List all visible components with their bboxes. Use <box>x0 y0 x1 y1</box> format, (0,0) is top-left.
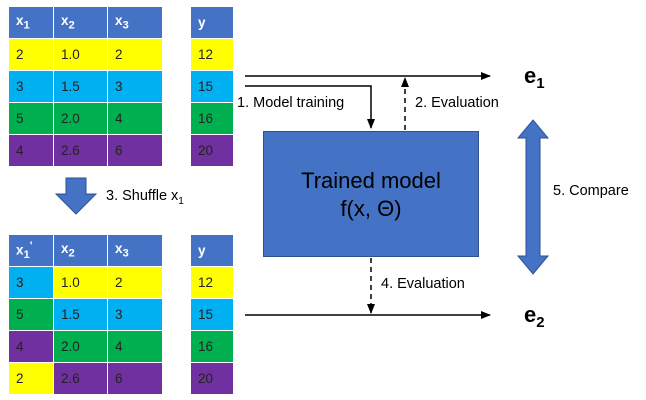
table-cell: 2 <box>107 266 163 299</box>
compare-label: 5. Compare <box>553 183 629 199</box>
model-training-label: 1. Model training <box>237 95 345 111</box>
table-bottom: x1' x2 x3 3 1.0 2 5 1.5 3 4 2.0 4 2 2.6 … <box>8 234 163 395</box>
table-row: 4 2.6 6 <box>8 134 163 167</box>
table-cell: 2 <box>107 38 163 71</box>
header-cell: x2 <box>53 234 108 267</box>
table-row: 12 <box>190 38 234 71</box>
table-cell: 5 <box>8 102 54 135</box>
evaluation-bottom-label: 4. Evaluation <box>381 276 465 292</box>
header-cell: x1 <box>8 6 54 39</box>
table-cell: 1.5 <box>53 70 108 103</box>
compare-arrow-icon <box>516 119 550 275</box>
table-cell: 5 <box>8 298 54 331</box>
evaluation-top-label: 2. Evaluation <box>415 95 499 111</box>
table-cell: 4 <box>8 330 54 363</box>
table-cell: 1.0 <box>53 266 108 299</box>
table-cell: 1.0 <box>53 38 108 71</box>
model-function: f(x, Θ) <box>340 196 402 221</box>
model-title: Trained model <box>301 168 441 193</box>
table-row: 12 <box>190 266 234 299</box>
table-cell: 3 <box>8 266 54 299</box>
table-row: 20 <box>190 362 234 395</box>
header-cell: x2 <box>53 6 108 39</box>
table-row: 3 1.0 2 <box>8 266 163 299</box>
shuffle-arrow-icon <box>54 177 98 215</box>
table-cell: 6 <box>107 362 163 395</box>
table-header-row: x1 x2 x3 <box>8 6 163 39</box>
table-row: 3 1.5 3 <box>8 70 163 103</box>
table-row: 2 2.6 6 <box>8 362 163 395</box>
table-cell: 2 <box>8 38 54 71</box>
table-cell: 3 <box>8 70 54 103</box>
table-row: 20 <box>190 134 234 167</box>
y-table-top: y 12 15 16 20 <box>190 6 234 167</box>
y-table-bottom: y 12 15 16 20 <box>190 234 234 395</box>
header-cell: x3 <box>107 6 163 39</box>
table-cell: 6 <box>107 134 163 167</box>
table-cell: 20 <box>190 134 234 167</box>
error-e2-label: e2 <box>524 302 545 331</box>
table-cell: 1.5 <box>53 298 108 331</box>
table-cell: 12 <box>190 38 234 71</box>
shuffle-label: 3. Shuffle x1 <box>106 188 184 207</box>
table-cell: 12 <box>190 266 234 299</box>
table-row: 15 <box>190 298 234 331</box>
table-cell: 3 <box>107 70 163 103</box>
table-row: 4 2.0 4 <box>8 330 163 363</box>
table-cell: 4 <box>107 330 163 363</box>
error-e1-label: e1 <box>524 63 545 92</box>
table-row: 5 1.5 3 <box>8 298 163 331</box>
table-row: 16 <box>190 330 234 363</box>
table-cell: 16 <box>190 102 234 135</box>
table-row: 2 1.0 2 <box>8 38 163 71</box>
table-row: 16 <box>190 102 234 135</box>
table-header-row: x1' x2 x3 <box>8 234 163 267</box>
header-cell: y <box>190 234 234 267</box>
table-cell: 20 <box>190 362 234 395</box>
model-training-arrow <box>245 85 375 129</box>
table-cell: 2.6 <box>53 134 108 167</box>
table-cell: 2 <box>8 362 54 395</box>
table-header-row: y <box>190 6 234 39</box>
table-header-row: y <box>190 234 234 267</box>
header-cell: y <box>190 6 234 39</box>
table-cell: 4 <box>107 102 163 135</box>
table-cell: 15 <box>190 298 234 331</box>
table-row: 15 <box>190 70 234 103</box>
table-cell: 2.0 <box>53 330 108 363</box>
table-cell: 4 <box>8 134 54 167</box>
header-cell: x3 <box>107 234 163 267</box>
trained-model-box: Trained model f(x, Θ) <box>263 131 479 257</box>
header-cell: x1' <box>8 234 54 267</box>
table-cell: 16 <box>190 330 234 363</box>
table-top: x1 x2 x3 2 1.0 2 3 1.5 3 5 2.0 4 4 2.6 6 <box>8 6 163 167</box>
table-cell: 15 <box>190 70 234 103</box>
